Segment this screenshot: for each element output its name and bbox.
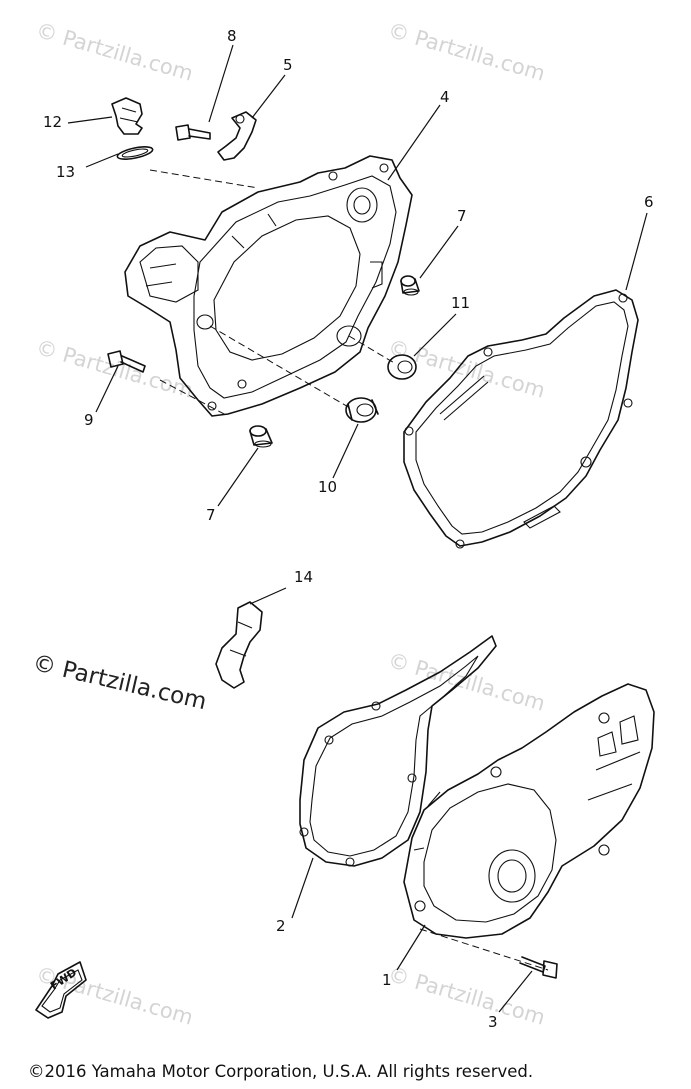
oil-filler-plug-part-12: [111, 97, 143, 135]
dowel-pin-part-7-upper: [400, 275, 420, 296]
bolt-part-8: [175, 124, 211, 141]
gasket-part-6: [403, 289, 639, 549]
bracket-part-14: [215, 601, 263, 689]
callout-5: 5: [283, 56, 293, 74]
generator-cover-part-1: [403, 683, 655, 939]
clip-part-5: [217, 111, 257, 161]
fwd-arrow-icon: [35, 961, 87, 1019]
callout-7-lower: 7: [206, 506, 216, 524]
callout-11: 11: [451, 294, 471, 312]
bolt-part-9: [107, 350, 146, 373]
gasket-part-2: [299, 635, 497, 867]
oil-seal-part-11: [387, 354, 417, 380]
callout-6: 6: [644, 193, 654, 211]
o-ring-part-13: [116, 146, 154, 160]
callout-8: 8: [227, 27, 237, 45]
callout-7-upper: 7: [457, 207, 467, 225]
callout-2: 2: [276, 917, 286, 935]
callout-13: 13: [56, 163, 76, 181]
bolt-part-3: [519, 956, 558, 979]
callout-12: 12: [43, 113, 63, 131]
callout-10: 10: [318, 478, 338, 496]
callout-3: 3: [488, 1013, 498, 1031]
callout-1: 1: [382, 971, 392, 989]
callout-9: 9: [84, 411, 94, 429]
copyright-notice: ©2016 Yamaha Motor Corporation, U.S.A. A…: [28, 1062, 534, 1081]
dowel-pin-part-7-lower: [249, 425, 273, 448]
callout-4: 4: [440, 88, 450, 106]
crankcase-cover-part-4: [124, 155, 413, 417]
oil-seal-part-10: [345, 397, 379, 423]
callout-14: 14: [294, 568, 314, 586]
